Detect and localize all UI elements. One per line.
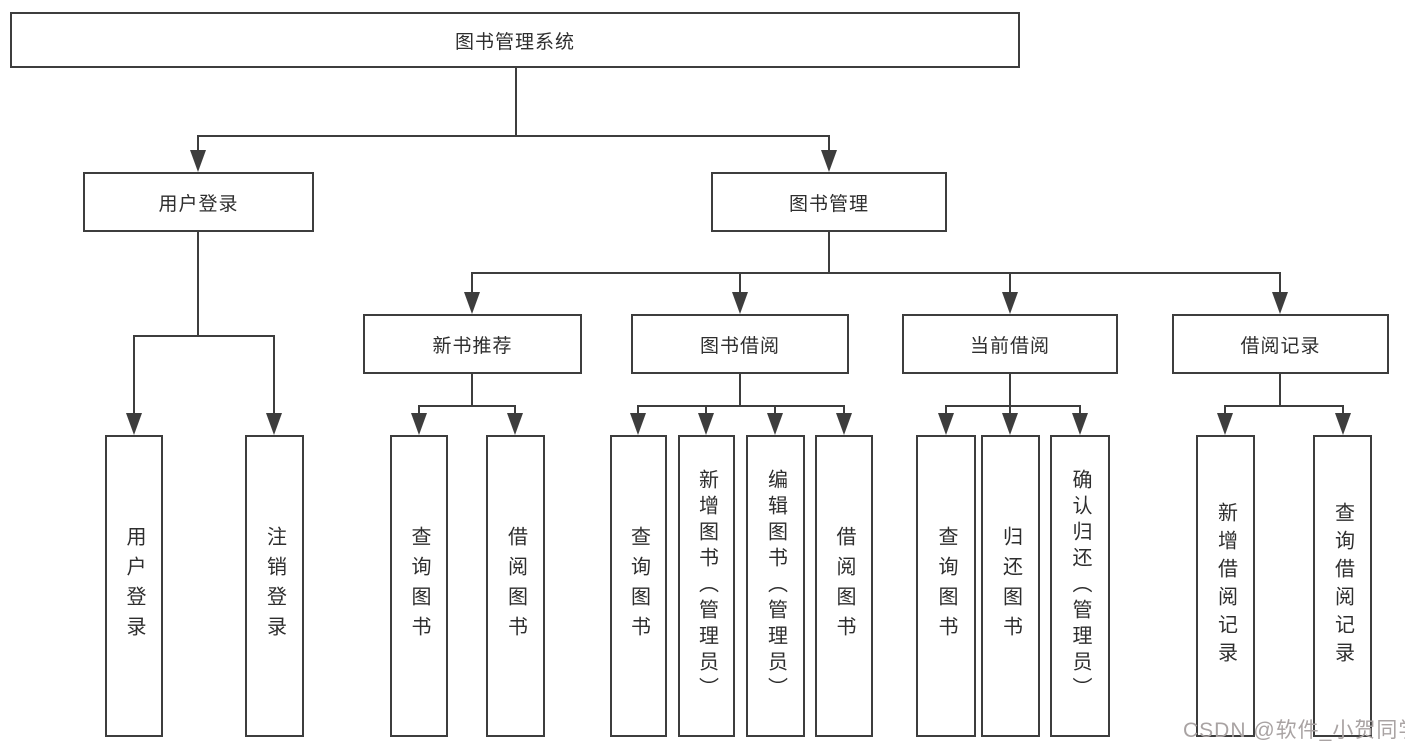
leaf-confirm-return-admin: 确认归还（管理员） [1050,435,1110,737]
leaf-add-borrow-record: 新增借阅记录 [1196,435,1255,737]
node-borrow-record: 借阅记录 [1172,314,1389,374]
leaf-borrow-book: 借阅图书 [815,435,873,737]
leaf-borrow-book-recommend: 借阅图书 [486,435,545,737]
watermark: CSDN @软件_小贺同学 [1183,719,1405,742]
node-book-management: 图书管理 [711,172,947,232]
node-library-management-system: 图书管理系统 [10,12,1020,68]
leaf-logout: 注销登录 [245,435,304,737]
node-user-login: 用户登录 [83,172,314,232]
leaf-query-book-current: 查询图书 [916,435,976,737]
node-new-book-recommend: 新书推荐 [363,314,582,374]
leaf-return-book: 归还图书 [981,435,1040,737]
node-book-borrow: 图书借阅 [631,314,849,374]
leaf-query-book-recommend: 查询图书 [390,435,448,737]
node-current-borrow: 当前借阅 [902,314,1118,374]
leaf-query-book-borrow: 查询图书 [610,435,667,737]
leaf-query-borrow-record: 查询借阅记录 [1313,435,1372,737]
leaf-edit-book-admin: 编辑图书（管理员） [746,435,805,737]
leaf-add-book-admin: 新增图书（管理员） [678,435,735,737]
leaf-user-login: 用户登录 [105,435,163,737]
